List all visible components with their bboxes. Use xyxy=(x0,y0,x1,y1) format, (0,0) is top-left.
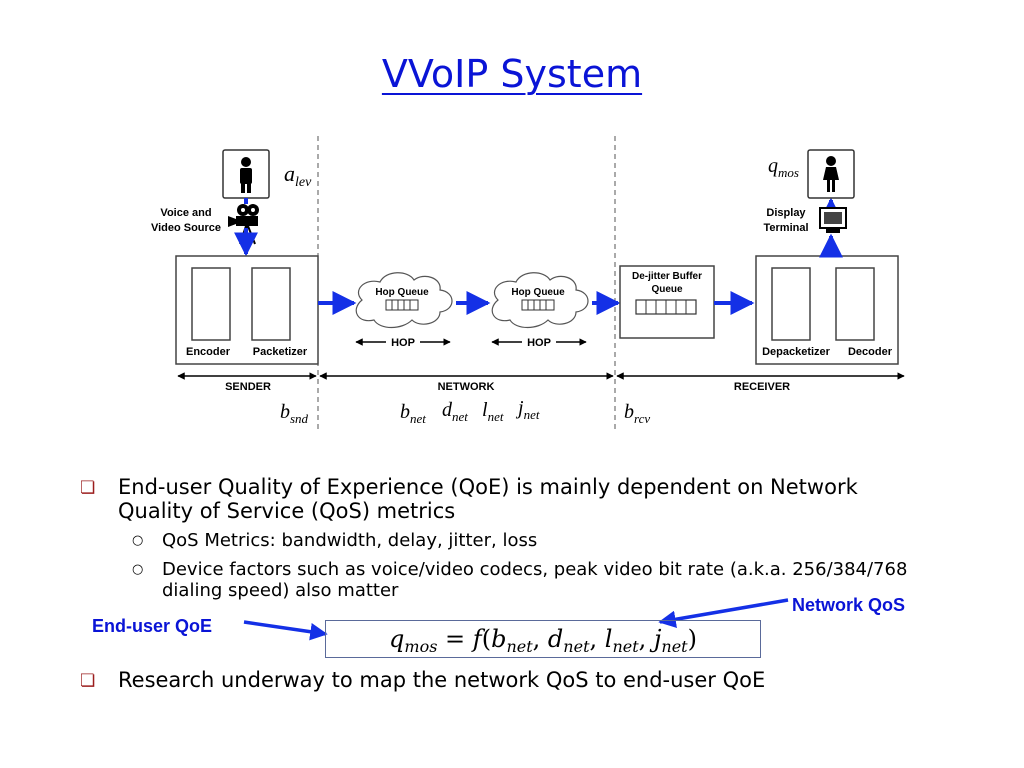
display-label-2: Terminal xyxy=(763,222,808,234)
bullet-sub-2: Device factors such as voice/video codec… xyxy=(162,559,908,601)
b-net-label: bnet xyxy=(400,401,426,426)
decoder-label: Decoder xyxy=(848,346,893,358)
q-mos-label: qmos xyxy=(768,155,799,180)
receiver-label: RECEIVER xyxy=(734,381,790,393)
bullet-main-2: Research underway to map the network QoS… xyxy=(118,668,766,692)
display-terminal-icon xyxy=(819,207,847,233)
dejitter-label-1: De-jitter Buffer xyxy=(632,271,702,282)
bullet-main-1: End-user Quality of Experience (QoE) is … xyxy=(118,475,858,523)
dejitter-buffer-box: De-jitter Buffer Queue xyxy=(619,265,715,339)
receiver-box: Depacketizer Decoder xyxy=(755,255,899,365)
sender-label: SENDER xyxy=(225,381,271,393)
box-bullet-icon: ❏ xyxy=(80,671,96,691)
b-snd-label: bsnd xyxy=(280,401,309,426)
sender-box: Encoder Packetizer xyxy=(175,255,319,365)
d-net-label: dnet xyxy=(442,399,468,424)
hop-queue-cloud-2: Hop Queue xyxy=(491,272,589,329)
packetizer-label: Packetizer xyxy=(253,346,308,358)
vvoip-diagram: Voice and Video Source alev Encoder Pack… xyxy=(151,136,905,430)
hop-queue-label-2: Hop Queue xyxy=(511,287,565,298)
network-qos-callout: Network QoS xyxy=(792,595,906,615)
hop-label-2: HOP xyxy=(527,337,551,349)
arrow-qoe-to-formula xyxy=(243,620,328,641)
bullet-sub-1: QoS Metrics: bandwidth, delay, jitter, l… xyxy=(162,530,538,551)
l-net-label: lnet xyxy=(482,399,504,424)
a-lev-label: alev xyxy=(284,161,312,190)
j-net-label: jnet xyxy=(515,397,540,422)
display-label-1: Display xyxy=(766,207,806,219)
circle-bullet-icon: ○ xyxy=(132,562,144,577)
end-user-qoe-callout: End-user QoE xyxy=(92,616,213,636)
hop-label-1: HOP xyxy=(391,337,415,349)
dejitter-label-2: Queue xyxy=(651,284,683,295)
network-label: NETWORK xyxy=(438,381,495,393)
hop-queue-cloud-1: Hop Queue xyxy=(355,272,453,329)
box-bullet-icon: ❏ xyxy=(80,478,96,498)
hop-queue-label-1: Hop Queue xyxy=(375,287,429,298)
encoder-label: Encoder xyxy=(186,346,231,358)
sender-person-icon xyxy=(222,149,270,199)
b-rcv-label: brcv xyxy=(624,401,650,426)
arrow-qos-to-formula xyxy=(658,598,789,628)
qos-qoe-formula: qmos = f(bnet, dnet, lnet, jnet) xyxy=(325,620,761,658)
voice-source-label-1: Voice and xyxy=(160,207,211,219)
receiver-person-icon xyxy=(807,149,855,199)
voice-source-label-2: Video Source xyxy=(151,222,221,234)
page-title: VVoIP System xyxy=(381,52,643,96)
depacketizer-label: Depacketizer xyxy=(762,346,831,358)
circle-bullet-icon: ○ xyxy=(132,533,144,548)
